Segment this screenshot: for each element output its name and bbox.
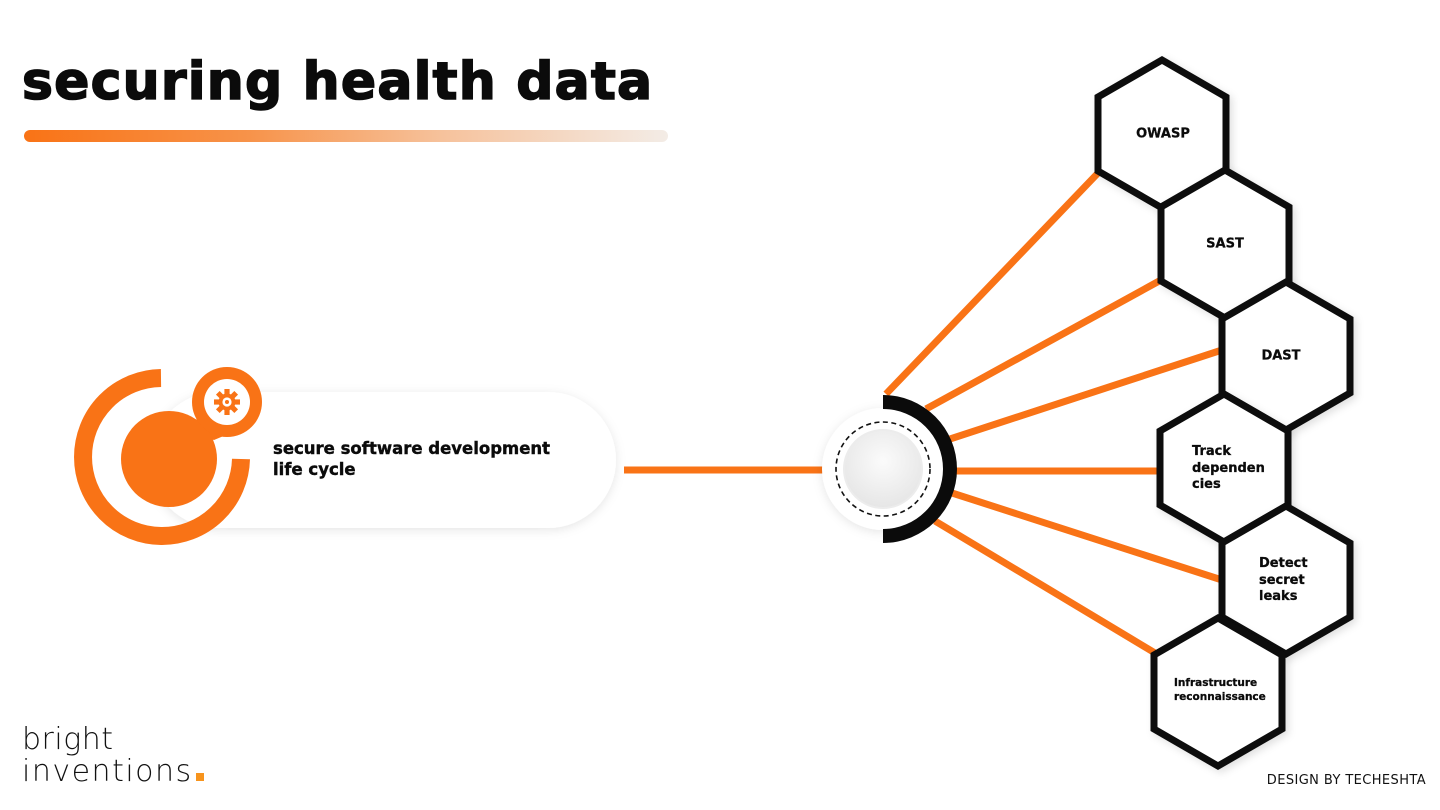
brand-logo-line1: bright (22, 722, 114, 757)
hexagon-infra (1150, 613, 1286, 771)
hexagon-track-line-2: dependen (1192, 460, 1265, 476)
hexagon-detect-line-1: Detect (1259, 556, 1308, 571)
hexagon-cluster (1094, 55, 1354, 771)
hexagon-detect-label: Detect secret leaks (1259, 556, 1308, 606)
page-title: securing health data (21, 51, 654, 113)
hexagon-track-line-3: cies (1192, 477, 1221, 492)
source-card-label: secure software development life cycle (273, 439, 551, 479)
hexagon-detect (1218, 501, 1354, 659)
connector-to-dast (948, 346, 1224, 443)
brand-logo-line2-text: inventions (22, 754, 193, 789)
hub-dashed-ring (835, 421, 931, 517)
fan-connectors (883, 169, 1224, 657)
hexagon-track-line-1: Track (1192, 444, 1231, 459)
hub-half-ring (883, 395, 957, 543)
design-credit: DESIGN BY TECHESHTA (1266, 773, 1426, 788)
hexagon-dast-label: DAST (1261, 348, 1301, 364)
hexagon-infra-line-2: reconnaissance (1174, 690, 1266, 703)
hub-inner-disc (843, 429, 923, 509)
brand-logo: bright inventions (22, 724, 204, 788)
connector-to-sast (924, 276, 1163, 413)
brand-logo-line2: inventions (22, 756, 204, 788)
source-card-pill (150, 392, 616, 528)
hexagon-infra-line-1: Infrastructure (1174, 677, 1258, 689)
hexagon-detect-line-2: secret (1259, 572, 1305, 588)
hexagon-detect-line-3: leaks (1259, 589, 1298, 604)
hexagon-owasp-label: OWASP (1136, 126, 1190, 142)
brand-logo-dot (195, 773, 204, 781)
hub-node (822, 395, 957, 543)
hexagon-infra-label: Infrastructure reconnaissance (1174, 677, 1266, 704)
hexagon-track-label: Track dependen cies (1192, 444, 1265, 494)
gear-icon (214, 389, 240, 415)
title-underline-gradient (24, 130, 668, 142)
connector-to-owasp (883, 169, 1102, 397)
source-card (150, 392, 616, 528)
sdlc-gear-logo-icon (74, 367, 262, 545)
connector-to-infra (933, 517, 1157, 657)
hexagon-sast-label: SAST (1206, 236, 1244, 252)
connector-to-detect (950, 489, 1224, 584)
